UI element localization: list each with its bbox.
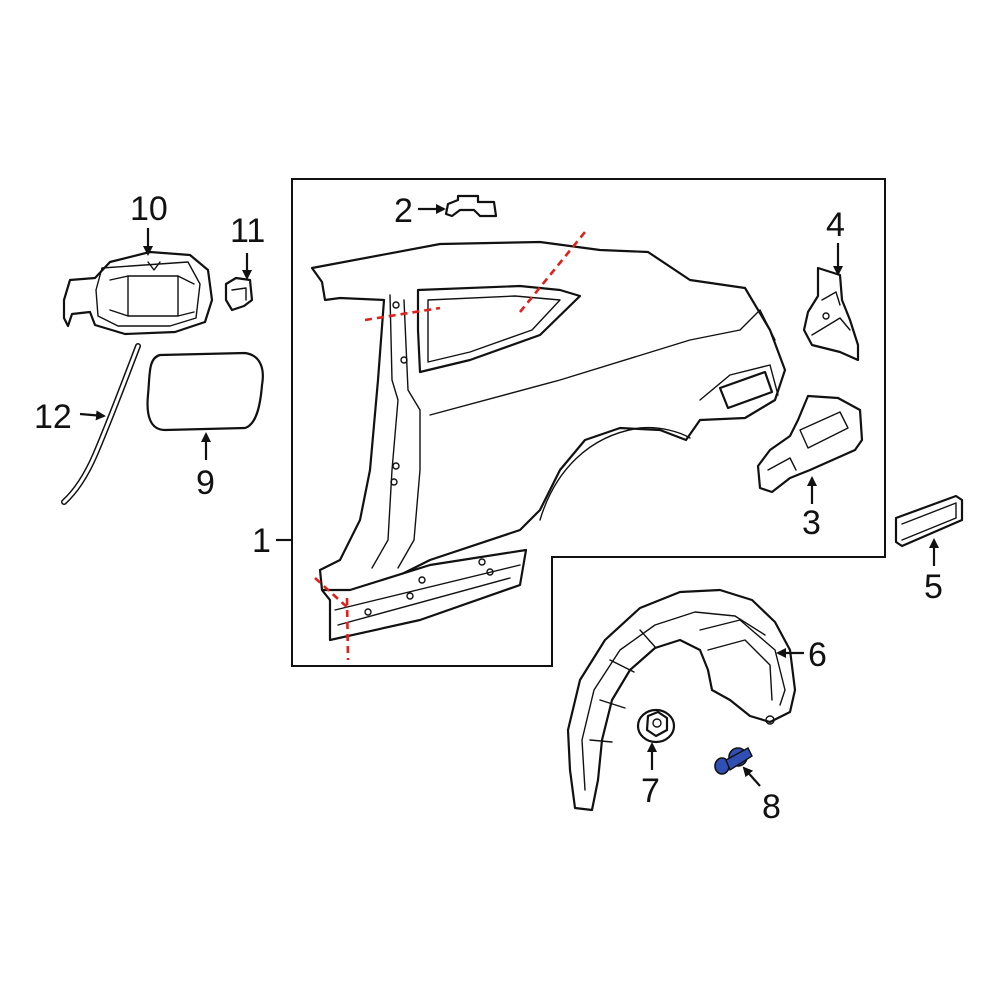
callout-10: 10 [130,190,168,228]
extension-part-3[interactable] [756,394,864,494]
callout-1: 1 [252,522,271,560]
bracket-part-2[interactable] [444,194,498,218]
callout-7: 7 [641,772,660,810]
cut-line-rocker-b [345,597,350,661]
reinforcement-part-4[interactable] [802,266,860,362]
callout-2: 2 [394,192,413,230]
quarter-panel-group-frame [291,178,886,667]
fuel-door-part-9[interactable] [146,351,264,432]
callout-4: 4 [826,206,845,244]
hose-part-12[interactable] [61,343,141,505]
latch-part-11[interactable] [224,276,254,312]
nut-part-7[interactable] [636,708,676,744]
cut-line-roof [518,231,587,313]
callout-labels: 1 2 3 4 5 6 7 8 9 10 11 12 [34,190,943,826]
wheel-liner-part-6[interactable] [566,588,797,812]
leader-8 [742,766,761,787]
callout-3: 3 [802,504,821,542]
leader-12 [79,410,106,421]
clip-part-8[interactable] [714,747,753,775]
callout-11: 11 [230,212,265,250]
cut-line-rocker-a [314,577,349,609]
quarter-panel-part[interactable] [310,240,787,642]
leader-lines [79,204,939,787]
callout-12: 12 [34,398,72,436]
callout-6: 6 [808,636,827,674]
cut-lines [314,231,587,661]
fuel-door-housing-part-10[interactable] [62,250,214,336]
callout-9: 9 [196,464,215,502]
callout-5: 5 [924,568,943,606]
cut-line-pillar [364,306,441,322]
molding-part-5[interactable] [894,494,964,548]
callout-8: 8 [762,788,781,826]
